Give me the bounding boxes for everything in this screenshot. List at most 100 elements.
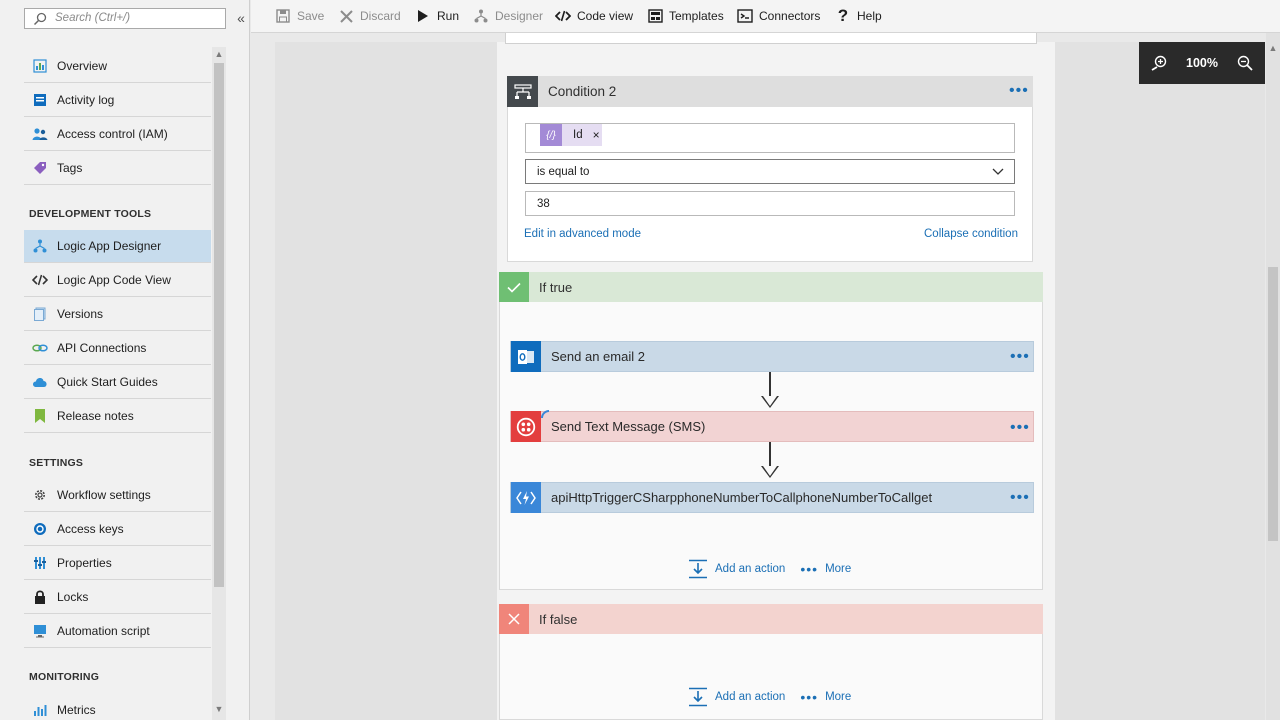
canvas-scrollbar-thumb[interactable]: [1268, 267, 1278, 541]
templates-button[interactable]: Templates: [647, 6, 724, 26]
sidebar-item-label: Release notes: [57, 409, 134, 423]
sidebar-item-locks[interactable]: Locks: [24, 581, 211, 614]
canvas-lane-left: [275, 42, 497, 720]
arrowhead-inner: [763, 396, 777, 406]
zoom-out-button[interactable]: [1225, 55, 1265, 71]
sidebar-scrollbar-thumb[interactable]: [214, 63, 224, 587]
sidebar-item-label: Quick Start Guides: [57, 375, 158, 389]
action-title: apiHttpTriggerCSharpphoneNumberToCallpho…: [551, 490, 933, 505]
sidebar-item-label: Access control (IAM): [57, 127, 168, 141]
sidebar-item-label: Logic App Code View: [57, 273, 171, 287]
designer-button[interactable]: Designer: [473, 6, 543, 26]
expression-icon: {/}: [540, 124, 562, 146]
outlook-icon: [511, 341, 541, 372]
connectors-label: Connectors: [759, 9, 821, 23]
code-view-label: Code view: [577, 9, 634, 23]
condition-operand-field[interactable]: [525, 123, 1015, 153]
sidebar-item-activity-log[interactable]: Activity log: [24, 84, 211, 117]
discard-button[interactable]: Discard: [338, 6, 401, 26]
action-more-icon[interactable]: •••: [1010, 489, 1030, 506]
tag-icon: [32, 160, 48, 176]
sidebar-item-properties[interactable]: Properties: [24, 547, 211, 580]
connectors-button[interactable]: Connectors: [737, 6, 820, 26]
sidebar-item-api-connections[interactable]: API Connections: [24, 332, 211, 365]
sidebar-item-logic-app-code-view[interactable]: Logic App Code View: [24, 264, 211, 297]
action-send-sms[interactable]: Send Text Message (SMS): [510, 411, 1034, 442]
more-button[interactable]: More: [825, 691, 852, 703]
sidebar-item-label: Activity log: [57, 93, 115, 107]
condition-header[interactable]: Condition 2: [507, 76, 1033, 107]
sidebar-item-overview[interactable]: Overview: [24, 50, 211, 83]
scroll-up-icon[interactable]: ▲: [1268, 43, 1278, 53]
sidebar-item-access-control[interactable]: Access control (IAM): [24, 118, 211, 151]
sidebar-item-access-keys[interactable]: Access keys: [24, 513, 211, 546]
help-button[interactable]: ? Help: [835, 6, 882, 26]
action-more-icon[interactable]: •••: [1010, 348, 1030, 365]
designer-label: Designer: [495, 9, 544, 23]
bookmark-icon: [32, 408, 48, 424]
action-send-email[interactable]: Send an email 2: [510, 341, 1034, 372]
sidebar-item-label: Access keys: [57, 522, 124, 536]
collapse-condition-link[interactable]: Collapse condition: [924, 228, 1018, 240]
azure-function-icon: [511, 482, 541, 513]
script-icon: [32, 623, 48, 639]
twilio-icon: [511, 411, 541, 442]
sidebar-item-label: API Connections: [57, 341, 147, 355]
canvas-scrollbar[interactable]: ▲: [1266, 33, 1280, 720]
more-icon[interactable]: •••: [800, 689, 819, 705]
condition-value-field[interactable]: 38: [525, 191, 1015, 216]
sidebar-item-label: Metrics: [57, 702, 96, 717]
sidebar-item-workflow-settings[interactable]: Workflow settings: [24, 479, 211, 512]
if-true-title: If true: [539, 279, 573, 295]
sidebar-item-tags[interactable]: Tags: [24, 152, 211, 185]
token-remove-icon[interactable]: ×: [592, 128, 600, 142]
sidebar-item-label: Versions: [57, 307, 104, 321]
more-button[interactable]: More: [825, 563, 852, 575]
chevron-down-icon: [992, 168, 1004, 175]
close-icon: [499, 604, 529, 634]
sidebar-item-label: Workflow settings: [57, 488, 151, 502]
dynamic-content-token[interactable]: {/} Id ×: [540, 124, 602, 146]
condition-more-icon[interactable]: •••: [1009, 82, 1029, 99]
more-icon[interactable]: •••: [800, 561, 819, 577]
search-box[interactable]: Search (Ctrl+/): [24, 8, 226, 29]
section-heading-development-tools: DEVELOPMENT TOOLS: [29, 208, 152, 220]
activity-log-icon: [32, 92, 48, 108]
sidebar-scrollbar[interactable]: ▲ ▼: [212, 47, 226, 720]
add-action-button[interactable]: Add an action: [715, 563, 786, 575]
if-true-header[interactable]: If true: [499, 272, 1043, 302]
edit-advanced-mode-link[interactable]: Edit in advanced mode: [524, 228, 641, 240]
sidebar-item-quick-start-guides[interactable]: Quick Start Guides: [24, 366, 211, 399]
checkmark-icon: [499, 272, 529, 302]
code-icon: [555, 8, 571, 24]
action-azure-function[interactable]: apiHttpTriggerCSharpphoneNumberToCallpho…: [510, 482, 1034, 513]
sidebar-item-versions[interactable]: Versions: [24, 298, 211, 331]
add-action-button[interactable]: Add an action: [715, 691, 786, 703]
zoom-in-button[interactable]: [1139, 55, 1179, 71]
link-icon: [32, 340, 48, 356]
sidebar-item-automation-script[interactable]: Automation script: [24, 615, 211, 648]
if-true-add-row: Add an action ••• More: [688, 558, 851, 580]
flow-arrow-connector: [769, 372, 771, 402]
collapse-sidebar-button[interactable]: «: [237, 10, 245, 26]
save-icon: [275, 8, 291, 24]
condition-operator-select[interactable]: is equal to: [525, 159, 1015, 184]
sidebar-item-release-notes[interactable]: Release notes: [24, 400, 211, 433]
scroll-up-icon[interactable]: ▲: [214, 49, 224, 59]
save-button[interactable]: Save: [275, 6, 324, 26]
run-button[interactable]: Run: [415, 6, 459, 26]
scroll-down-icon[interactable]: ▼: [214, 704, 224, 714]
code-view-button[interactable]: Code view: [555, 6, 633, 26]
sidebar-item-label: Properties: [57, 556, 112, 570]
if-false-title: If false: [539, 611, 578, 627]
run-label: Run: [437, 9, 460, 23]
section-heading-monitoring: MONITORING: [29, 671, 100, 683]
sidebar-item-label: Overview: [57, 59, 108, 73]
sidebar-item-logic-app-designer[interactable]: Logic App Designer: [24, 230, 211, 263]
canvas-lane-right: [1055, 42, 1265, 720]
help-label: Help: [857, 9, 882, 23]
action-more-icon[interactable]: •••: [1010, 419, 1030, 436]
sidebar-item-metrics[interactable]: Metrics: [24, 693, 211, 720]
question-icon: ?: [837, 6, 849, 25]
if-false-header[interactable]: If false: [499, 604, 1043, 634]
